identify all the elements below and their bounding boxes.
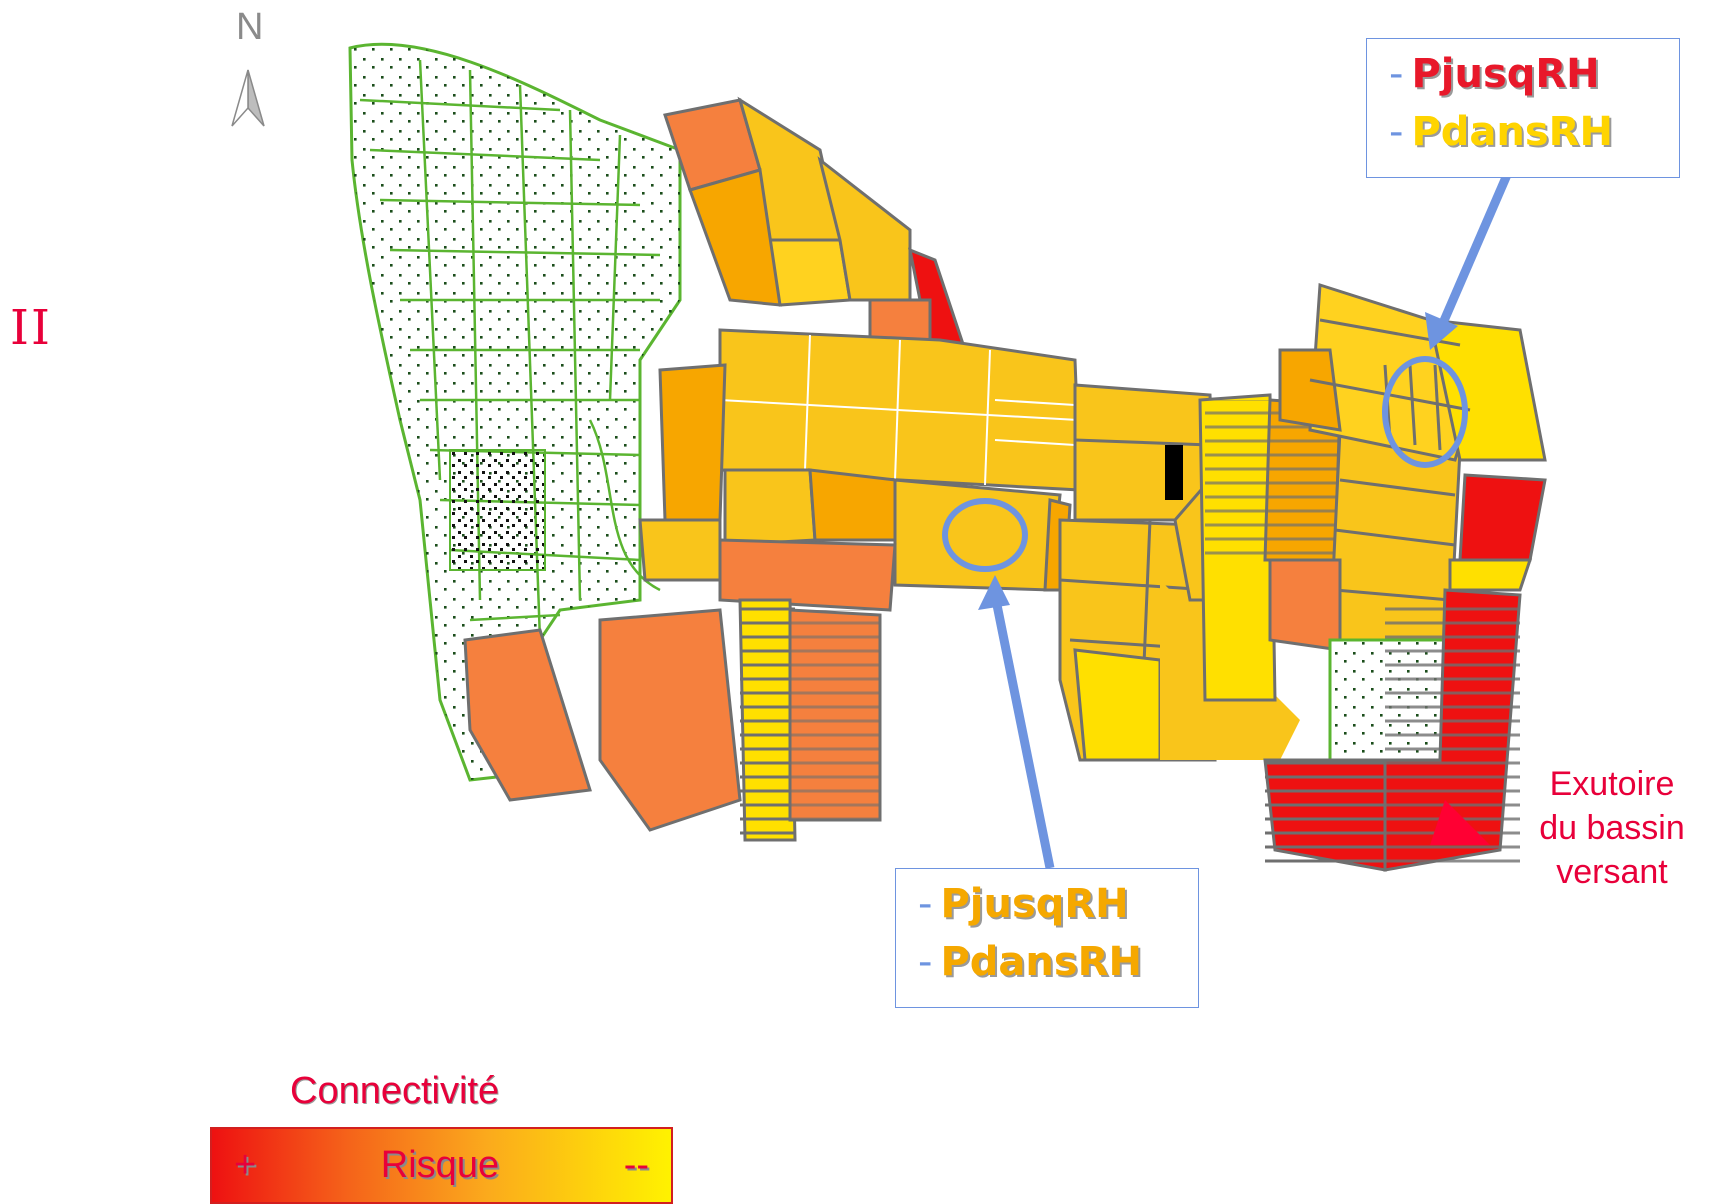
legend-plus-symbol: + <box>234 1144 257 1186</box>
callout-top-line2: PdansRH <box>1411 109 1613 155</box>
callout-bottom-line2: PdansRH <box>940 939 1142 985</box>
callout-top: -PjusqRH -PdansRH <box>1366 38 1680 178</box>
outlet-label: Exutoire du bassin versant <box>1512 762 1712 894</box>
slide-number: II <box>10 300 52 356</box>
parcels <box>463 96 1547 872</box>
callout-bottom-line1: PjusqRH <box>940 881 1129 927</box>
legend-risk-label: Risque <box>380 1144 500 1186</box>
outlet-label-line2: du bassin <box>1539 809 1685 847</box>
callout-top-line1: PjusqRH <box>1411 51 1600 97</box>
outlet-label-line1: Exutoire <box>1549 765 1675 803</box>
callout-markers <box>942 166 1515 869</box>
legend-gradient-bar: + Risque -- <box>210 1127 673 1204</box>
legend-minus-symbol: -- <box>623 1144 649 1186</box>
forest-zone <box>348 42 682 782</box>
north-arrow-icon <box>231 69 265 127</box>
north-label: N <box>236 6 264 48</box>
outlet-arrow-icon <box>1430 800 1490 845</box>
legend-title: Connectivité <box>290 1070 500 1112</box>
outlet-label-line3: versant <box>1556 853 1668 891</box>
callout-bottom: -PjusqRH -PdansRH <box>895 868 1199 1008</box>
